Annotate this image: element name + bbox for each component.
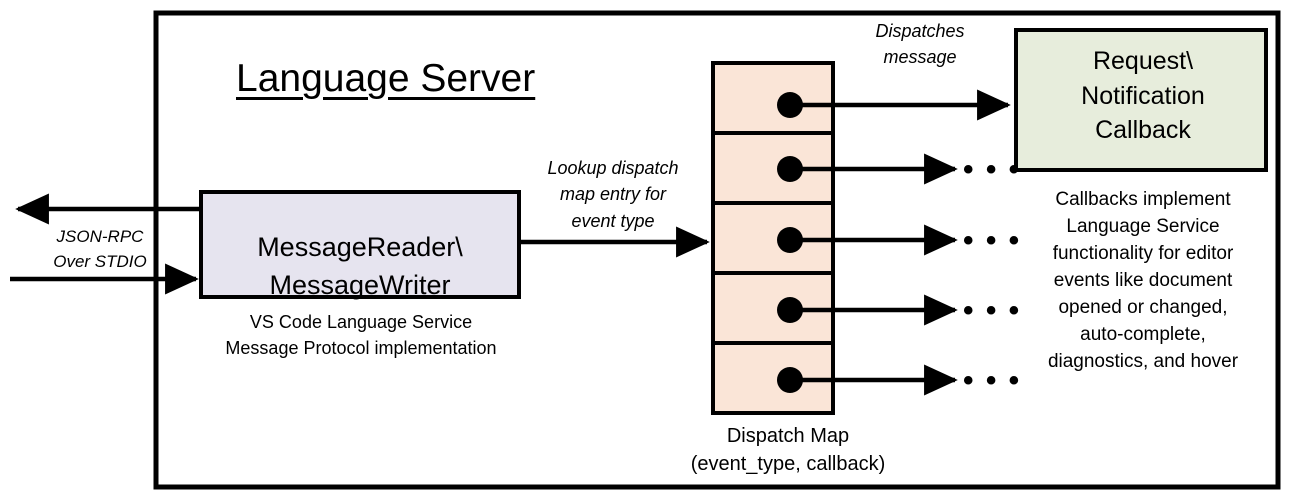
message-reader-writer-label: MessageReader\ MessageWriter [257, 232, 463, 301]
callbacks-description: Callbacks implement Language Service fun… [1047, 189, 1239, 372]
ellipsis-marker-4: • • • [963, 294, 1022, 327]
request-notification-callback-box[interactable] [1014, 28, 1268, 172]
ellipsis-marker-3: • • • [963, 224, 1022, 257]
dispatches-message-edge-label: Dispatches message [875, 21, 965, 68]
language-server-boundary [153, 10, 1281, 490]
ellipsis-marker-2: • • • [963, 153, 1022, 186]
dispatch-map-caption: Dispatch Map (event_type, callback) [690, 425, 886, 476]
dispatch-map-cell-1[interactable] [711, 61, 835, 135]
ellipsis-marker-5: • • • [963, 364, 1022, 397]
lookup-dispatch-edge-label: Lookup dispatch map entry for event type [547, 158, 679, 231]
message-reader-writer-box[interactable] [199, 190, 521, 299]
request-notification-callback-label: Request\ Notification Callback [1081, 47, 1205, 144]
diagram-title: Language Server [236, 57, 536, 100]
message-reader-writer-caption: VS Code Language Service Message Protoco… [225, 312, 497, 359]
jsonrpc-stdio-label: JSON-RPC Over STDIO [53, 227, 147, 271]
